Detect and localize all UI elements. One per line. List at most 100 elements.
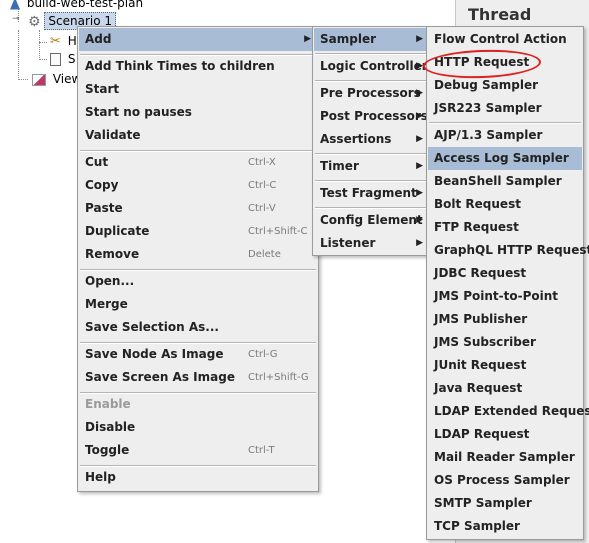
- sampler-item-debug-sampler[interactable]: Debug Sampler: [428, 74, 582, 97]
- add-submenu: Sampler▶ Logic Controller▶ Pre Processor…: [312, 26, 431, 256]
- menu-item-open[interactable]: Open...: [79, 270, 317, 293]
- menu-item-help[interactable]: Help: [79, 466, 317, 489]
- submenu-item-assertions[interactable]: Assertions▶: [314, 128, 429, 151]
- menu-item-label: JDBC Request: [434, 266, 527, 280]
- menu-item-validate[interactable]: Validate: [79, 124, 317, 147]
- menu-item-label: Add: [85, 32, 112, 46]
- menu-item-enable[interactable]: Enable: [79, 393, 317, 416]
- menu-item-label: Timer: [320, 159, 359, 173]
- menu-item-label: GraphQL HTTP Request: [434, 243, 589, 257]
- menu-item-label: Pre Processors: [320, 86, 421, 100]
- menu-item-label: Test Fragment: [320, 186, 417, 200]
- sampler-item-graphql-http-request[interactable]: GraphQL HTTP Request: [428, 239, 589, 262]
- sampler-item-ldap-extended-request[interactable]: LDAP Extended Request: [428, 400, 589, 423]
- menu-item-label: Listener: [320, 236, 376, 250]
- menu-item-disable[interactable]: Disable: [79, 416, 317, 439]
- submenu-item-listener[interactable]: Listener▶: [314, 232, 429, 255]
- tree-root-label: build-web-test-plan: [26, 0, 144, 10]
- tree-view-label: View: [52, 72, 82, 86]
- sampler-item-mail-reader-sampler[interactable]: Mail Reader Sampler: [428, 446, 582, 469]
- tree-child-label-1: H: [67, 34, 77, 48]
- tree-child-label-2: S: [67, 52, 76, 66]
- sampler-item-jms-point-to-point[interactable]: JMS Point-to-Point: [428, 285, 582, 308]
- tree-panel: build-web-test-plan ⊸ ⚙ Scenario 1 ✂ H S…: [10, 0, 146, 88]
- sampler-item-smtp-sampler[interactable]: SMTP Sampler: [428, 492, 582, 515]
- tree-scenario-label: Scenario 1: [44, 12, 117, 30]
- menu-item-label: Java Request: [434, 381, 523, 395]
- context-menu: Add ▶ Add Think Times to children Start S…: [77, 26, 319, 492]
- expand-toggle-icon[interactable]: ⊸: [12, 14, 20, 24]
- sampler-item-ldap-request[interactable]: LDAP Request: [428, 423, 582, 446]
- sampler-item-junit-request[interactable]: JUnit Request: [428, 354, 582, 377]
- menu-item-label: JMS Point-to-Point: [434, 289, 559, 303]
- sampler-item-flow-control-action[interactable]: Flow Control Action: [428, 28, 582, 51]
- sampler-item-jsr223-sampler[interactable]: JSR223 Sampler: [428, 97, 582, 120]
- submenu-arrow-icon: ▶: [416, 111, 423, 121]
- submenu-arrow-icon: ▶: [416, 215, 423, 225]
- sampler-item-ajp-sampler[interactable]: AJP/1.3 Sampler: [428, 124, 582, 147]
- sampler-item-ftp-request[interactable]: FTP Request: [428, 216, 582, 239]
- sampler-item-jms-subscriber[interactable]: JMS Subscriber: [428, 331, 582, 354]
- submenu-item-test-fragment[interactable]: Test Fragment▶: [314, 182, 429, 205]
- submenu-item-post-processors[interactable]: Post Processors▶: [314, 105, 429, 128]
- sampler-item-bolt-request[interactable]: Bolt Request: [428, 193, 582, 216]
- sampler-doc-icon: [50, 53, 61, 66]
- menu-item-label: Merge: [85, 297, 128, 311]
- sampler-item-beanshell-sampler[interactable]: BeanShell Sampler: [428, 170, 582, 193]
- menu-item-merge[interactable]: Merge: [79, 293, 317, 316]
- submenu-item-sampler[interactable]: Sampler▶: [314, 28, 429, 51]
- menu-item-label: JMS Subscriber: [434, 335, 536, 349]
- tree-scenario-item[interactable]: ⚙ Scenario 1: [28, 12, 117, 30]
- sampler-item-http-request[interactable]: HTTP Request: [428, 51, 582, 74]
- menu-item-save-screen-as-image[interactable]: Save Screen As Image Ctrl+Shift-G: [79, 366, 317, 389]
- menu-item-shortcut: Ctrl-X: [248, 157, 276, 168]
- submenu-item-timer[interactable]: Timer▶: [314, 155, 429, 178]
- menu-item-label: Post Processors: [320, 109, 428, 123]
- menu-item-add[interactable]: Add ▶: [79, 28, 317, 51]
- menu-item-label: BeanShell Sampler: [434, 174, 562, 188]
- menu-item-shortcut: Ctrl+Shift-G: [248, 372, 309, 383]
- menu-item-label: JUnit Request: [434, 358, 527, 372]
- tree-root-item[interactable]: build-web-test-plan: [10, 0, 146, 12]
- menu-item-label: Flow Control Action: [434, 32, 567, 46]
- sampler-item-java-request[interactable]: Java Request: [428, 377, 582, 400]
- menu-item-label: Enable: [85, 397, 131, 411]
- menu-item-label: Start no pauses: [85, 105, 192, 119]
- menu-item-shortcut: Ctrl-G: [248, 349, 278, 360]
- sampler-item-access-log-sampler[interactable]: Access Log Sampler: [428, 147, 582, 170]
- thread-group-gear-icon: ⚙: [28, 13, 41, 30]
- sampler-item-jdbc-request[interactable]: JDBC Request: [428, 262, 582, 285]
- menu-item-label: Save Screen As Image: [85, 370, 235, 384]
- menu-item-label: OS Process Sampler: [434, 473, 570, 487]
- menu-item-start[interactable]: Start: [79, 78, 317, 101]
- menu-item-label: Copy: [85, 178, 119, 192]
- tree-view-item[interactable]: View: [32, 70, 84, 88]
- menu-item-shortcut: Delete: [248, 249, 281, 260]
- submenu-item-pre-processors[interactable]: Pre Processors▶: [314, 82, 429, 105]
- submenu-item-config-element[interactable]: Config Element▶: [314, 209, 429, 232]
- sampler-item-tcp-sampler[interactable]: TCP Sampler: [428, 515, 582, 538]
- tree-child-item-2[interactable]: S: [50, 50, 78, 68]
- menu-item-save-selection-as[interactable]: Save Selection As...: [79, 316, 317, 339]
- menu-item-label: Open...: [85, 274, 135, 288]
- menu-item-label: Add Think Times to children: [85, 59, 275, 73]
- menu-item-add-think-times[interactable]: Add Think Times to children: [79, 55, 317, 78]
- submenu-item-logic-controller[interactable]: Logic Controller▶: [314, 55, 429, 78]
- menu-item-shortcut: Ctrl+Shift-C: [248, 226, 308, 237]
- submenu-arrow-icon: ▶: [304, 34, 311, 44]
- tree-child-item-1[interactable]: ✂ H: [50, 32, 80, 50]
- sampler-item-jms-publisher[interactable]: JMS Publisher: [428, 308, 582, 331]
- test-plan-icon: [10, 0, 20, 10]
- menu-item-start-no-pauses[interactable]: Start no pauses: [79, 101, 317, 124]
- sampler-item-os-process-sampler[interactable]: OS Process Sampler: [428, 469, 582, 492]
- menu-item-label: LDAP Request: [434, 427, 530, 441]
- menu-item-label: Validate: [85, 128, 141, 142]
- menu-item-label: FTP Request: [434, 220, 519, 234]
